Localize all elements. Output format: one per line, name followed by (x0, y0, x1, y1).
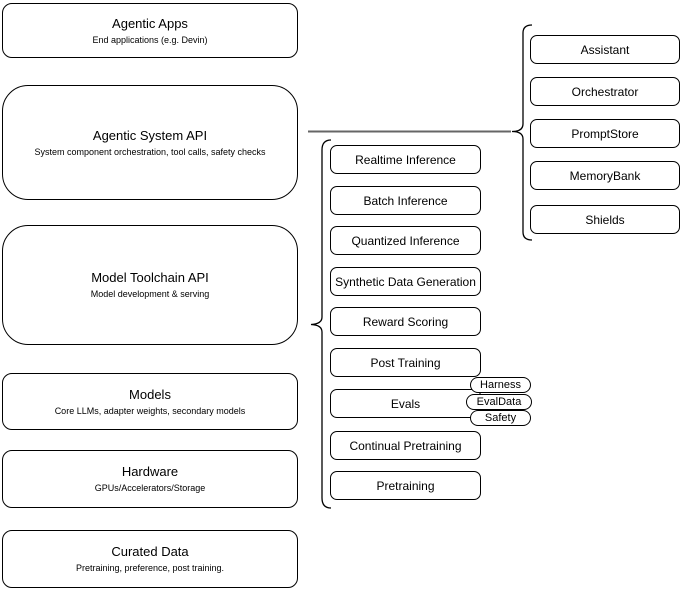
box-promptstore: PromptStore (530, 119, 680, 148)
box-shields: Shields (530, 205, 680, 234)
box-label: Pretraining (376, 478, 435, 493)
box-batch-inference: Batch Inference (330, 186, 481, 215)
box-hardware: Hardware GPUs/Accelerators/Storage (2, 450, 298, 508)
box-label: Reward Scoring (362, 314, 449, 329)
box-title: Model Toolchain API (91, 270, 209, 285)
box-quantized-inference: Quantized Inference (330, 226, 481, 255)
box-label: Batch Inference (363, 193, 448, 208)
box-label: Quantized Inference (351, 233, 460, 248)
box-subtitle: Model development & serving (90, 289, 210, 299)
box-models: Models Core LLMs, adapter weights, secon… (2, 373, 298, 430)
box-pretraining: Pretraining (330, 471, 481, 500)
pill-label: Safety (484, 412, 517, 424)
box-realtime-inference: Realtime Inference (330, 145, 481, 174)
box-label: Synthetic Data Generation (335, 274, 476, 289)
box-label: Evals (390, 396, 421, 411)
pill-label: Harness (480, 379, 521, 391)
box-title: Agentic System API (92, 127, 208, 143)
pill-label: EvalData (476, 396, 522, 408)
box-label: Post Training (370, 355, 441, 370)
box-model-toolchain-api: Model Toolchain API Model development & … (2, 225, 298, 345)
box-subtitle: Pretraining, preference, post training. (75, 563, 225, 573)
box-evals: Evals (330, 389, 481, 418)
system-components-curly-brace (511, 24, 533, 241)
box-title: Models (129, 386, 171, 402)
box-memorybank: MemoryBank (530, 161, 680, 190)
box-subtitle: System component orchestration, tool cal… (34, 146, 266, 157)
box-label: Continual Pretraining (349, 438, 462, 453)
pill-safety: Safety (470, 410, 531, 426)
box-subtitle: GPUs/Accelerators/Storage (94, 483, 206, 493)
box-assistant: Assistant (530, 35, 680, 64)
box-reward-scoring: Reward Scoring (330, 307, 481, 336)
box-agentic-system-api: Agentic System API System component orch… (2, 85, 298, 200)
box-curated-data: Curated Data Pretraining, preference, po… (2, 530, 298, 588)
box-label: PromptStore (571, 126, 639, 141)
box-title: Hardware (121, 464, 179, 479)
box-agentic-apps: Agentic Apps End applications (e.g. Devi… (2, 3, 298, 58)
pill-evaldata: EvalData (466, 394, 532, 410)
box-post-training: Post Training (330, 348, 481, 377)
box-label: MemoryBank (569, 168, 641, 183)
box-subtitle: End applications (e.g. Devin) (92, 34, 208, 45)
toolchain-curly-brace (310, 139, 332, 509)
box-subtitle: Core LLMs, adapter weights, secondary mo… (54, 405, 246, 416)
box-label: Orchestrator (571, 84, 639, 99)
pill-harness: Harness (470, 377, 531, 393)
box-title: Agentic Apps (112, 15, 188, 31)
box-label: Shields (585, 212, 625, 227)
box-continual-pretraining: Continual Pretraining (330, 431, 481, 460)
box-synthetic-data-generation: Synthetic Data Generation (330, 267, 481, 296)
box-label: Realtime Inference (355, 152, 456, 167)
box-title: Curated Data (111, 544, 189, 559)
box-orchestrator: Orchestrator (530, 77, 680, 106)
box-label: Assistant (580, 42, 630, 57)
